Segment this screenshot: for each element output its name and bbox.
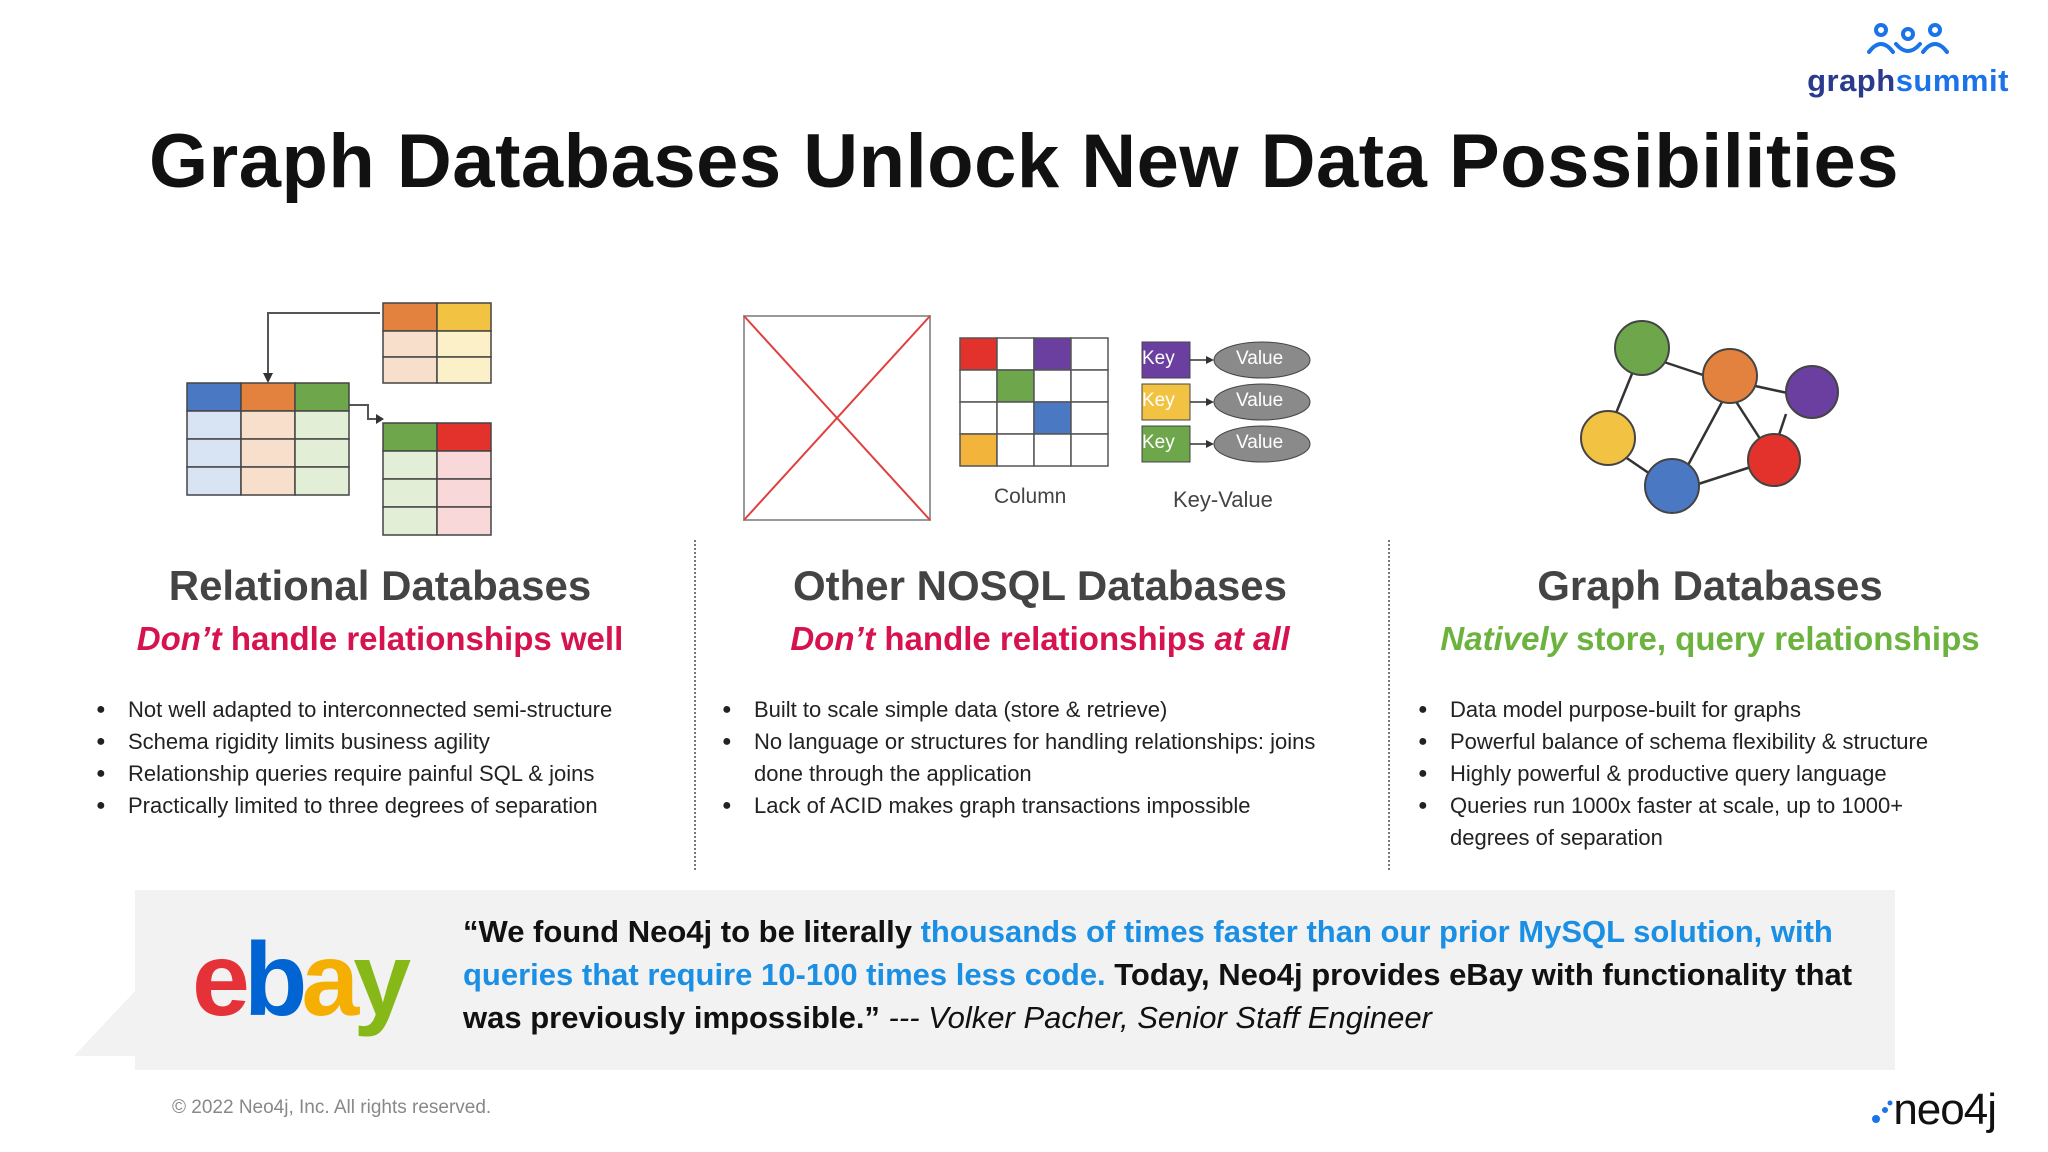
graphsummit-logo: graphsummit: [1788, 22, 2028, 112]
key-value-diagram: [1141, 341, 1311, 463]
column-divider-2: [1388, 540, 1390, 870]
list-item: Built to scale simple data (store & retr…: [722, 694, 1322, 726]
neo4j-logo: neo4j: [1871, 1085, 1997, 1135]
relational-subtitle: Don’t handle relationships well: [136, 620, 624, 657]
document-crossed-icon: [743, 315, 931, 521]
list-item: Lack of ACID makes graph transactions im…: [722, 790, 1322, 822]
nosql-bullets: Built to scale simple data (store & retr…: [722, 694, 1322, 822]
neo4j-dots-icon: [1872, 1100, 1893, 1124]
list-item: Queries run 1000x faster at scale, up to…: [1418, 790, 1978, 854]
nosql-title: Other NOSQL Databases: [792, 562, 1288, 609]
kv-value-label-1: Value: [1236, 348, 1284, 369]
kv-key-label-1: Key: [1142, 348, 1175, 369]
kv-key-label-2: Key: [1142, 390, 1175, 411]
graph-title: Graph Databases: [1537, 562, 1883, 609]
kv-key-label-3: Key: [1142, 432, 1175, 453]
list-item: Not well adapted to interconnected semi-…: [96, 694, 676, 726]
slide-title: Graph Databases Unlock New Data Possibil…: [149, 119, 1899, 204]
column-label: Column: [994, 485, 1067, 508]
graph-network-diagram: [1580, 320, 1839, 514]
relational-title: Relational Databases: [168, 562, 592, 609]
list-item: Highly powerful & productive query langu…: [1418, 758, 1978, 790]
graphsummit-people-icon: [1867, 23, 1949, 54]
callout-pointer: [74, 990, 136, 1056]
list-item: Schema rigidity limits business agility: [96, 726, 676, 758]
list-item: No language or structures for handling r…: [722, 726, 1322, 790]
column-divider-1: [694, 540, 696, 870]
list-item: Powerful balance of schema flexibility &…: [1418, 726, 1978, 758]
ebay-logo: ebay: [192, 922, 411, 1038]
copyright: © 2022 Neo4j, Inc. All rights reserved.: [172, 1097, 492, 1118]
list-item: Data model purpose-built for graphs: [1418, 694, 1978, 726]
graphsummit-wordmark: graphsummit: [1807, 63, 2009, 98]
quote-callout: [135, 890, 1895, 1070]
list-item: Relationship queries require painful SQL…: [96, 758, 676, 790]
kv-value-label-2: Value: [1236, 390, 1284, 411]
graph-subtitle: Natively store, query relationships: [1440, 620, 1980, 657]
key-value-label: Key-Value: [1173, 487, 1273, 512]
column-store-grid: [959, 337, 1109, 467]
nosql-subtitle: Don’t handle relationships at all: [790, 620, 1290, 657]
list-item: Practically limited to three degrees of …: [96, 790, 676, 822]
nosql-diagram: [743, 315, 1311, 521]
graph-bullets: Data model purpose-built for graphs Powe…: [1418, 694, 1978, 854]
customer-quote: “We found Neo4j to be literally thousand…: [463, 914, 1853, 1035]
relational-bullets: Not well adapted to interconnected semi-…: [96, 694, 676, 822]
relational-tables-diagram: [186, 302, 492, 536]
kv-value-label-3: Value: [1236, 432, 1284, 453]
